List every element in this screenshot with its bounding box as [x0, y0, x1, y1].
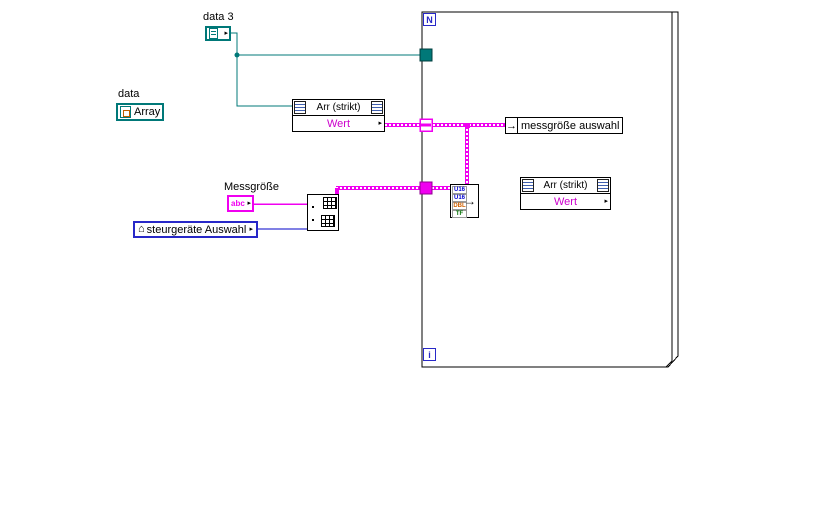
- index-array-node[interactable]: [307, 194, 339, 231]
- property-node-header: Arr (strikt): [293, 100, 384, 116]
- wire-junction-dot: [234, 52, 240, 58]
- cluster-arrow-icon: →: [464, 194, 476, 208]
- terminal-messgroesse[interactable]: abc ▸: [227, 195, 254, 212]
- property-node-arr-strikt-inner[interactable]: Arr (strikt) Wert ▸: [520, 177, 611, 210]
- label-data: data: [118, 88, 140, 100]
- property-out-arrow-icon: ▸: [604, 198, 608, 205]
- loop-count-terminal[interactable]: N: [423, 13, 436, 26]
- class-ref-icon: [370, 101, 383, 114]
- terminal-out-arrow-icon: ▸: [249, 226, 253, 233]
- class-ref-icon: [294, 101, 306, 114]
- for-loop-corner-notch: [665, 360, 673, 368]
- class-ref-icon: [596, 179, 609, 192]
- wire-junction-square: [465, 123, 470, 128]
- for-loop-border[interactable]: [421, 11, 679, 368]
- label-data3: data 3: [203, 11, 234, 23]
- label-messgroesse: Messgröße: [224, 181, 280, 193]
- cluster-row-u16: U16: [452, 194, 467, 202]
- cluster-row-tf: TF: [452, 210, 467, 218]
- class-ref-icon: [522, 179, 534, 192]
- control-label: steurgeräte Auswahl: [146, 223, 247, 236]
- string-abc-glyph: abc: [231, 198, 245, 208]
- terminal-out-arrow-icon: ▸: [224, 30, 228, 37]
- property-name: Wert: [553, 195, 578, 208]
- property-out-arrow-icon: ▸: [378, 120, 382, 127]
- loop-tunnel-string[interactable]: [419, 181, 433, 195]
- array-grid-icon: [323, 197, 337, 209]
- write-arrow-icon: →: [506, 118, 518, 133]
- cluster-row-dbl: DBL: [452, 202, 467, 210]
- cluster-type-rows: U16 U16 DBL TF: [452, 186, 467, 218]
- loop-tunnel-refnum[interactable]: [419, 48, 433, 62]
- refnum-wire[interactable]: [230, 32, 293, 107]
- local-variable-label: messgröße auswahl: [521, 119, 620, 132]
- property-name: Wert: [326, 117, 351, 130]
- terminal-data3[interactable]: ▸: [205, 26, 231, 41]
- cluster-type-node[interactable]: U16 U16 DBL TF →: [450, 184, 479, 218]
- property-node-header: Arr (strikt): [521, 178, 610, 194]
- refnum-file-icon: [209, 28, 218, 39]
- control-steuergeraete-auswahl[interactable]: ⌂ steurgeräte Auswahl ▸: [133, 221, 258, 238]
- property-row-wert[interactable]: Wert ▸: [293, 116, 384, 131]
- terminal-out-arrow-icon: ▸: [247, 200, 251, 207]
- loop-iteration-terminal[interactable]: i: [423, 348, 436, 361]
- terminal-array[interactable]: Array: [116, 103, 164, 121]
- property-node-arr-strikt-outer[interactable]: Arr (strikt) Wert ▸: [292, 99, 385, 132]
- index-dot: [312, 206, 314, 208]
- terminal-array-label: Array: [134, 106, 161, 118]
- house-icon: ⌂: [138, 223, 145, 235]
- cluster-row-u16: U16: [452, 186, 467, 194]
- array-glyph-icon: [120, 106, 131, 118]
- property-node-title: Arr (strikt): [316, 102, 361, 113]
- array-grid-icon: [321, 215, 335, 227]
- property-node-title: Arr (strikt): [543, 180, 588, 191]
- string-array-wire[interactable]: [335, 123, 505, 195]
- property-row-wert[interactable]: Wert ▸: [521, 194, 610, 209]
- local-variable-messgroesse-auswahl[interactable]: → messgröße auswahl: [505, 117, 623, 134]
- index-dot: [312, 219, 314, 221]
